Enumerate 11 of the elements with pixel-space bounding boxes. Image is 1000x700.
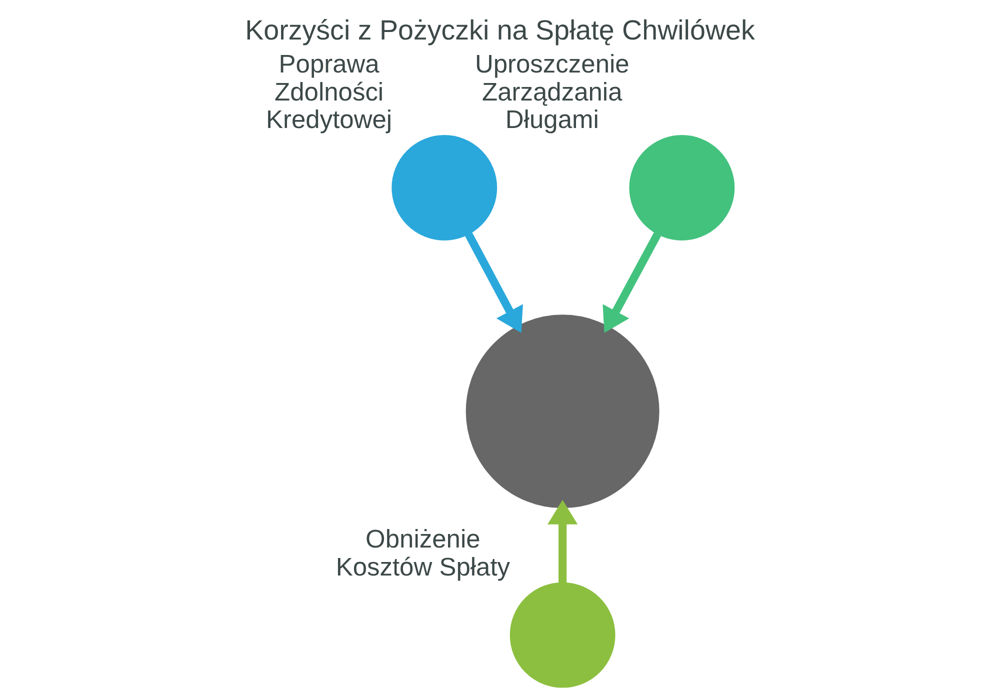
arrow <box>602 232 662 333</box>
node-circle <box>629 135 735 240</box>
node-label: Obniżenie Kosztów Spłaty <box>336 526 510 582</box>
node-circle <box>510 582 616 688</box>
diagram-title: Korzyści z Pożyczki na Spłatę Chwilówek <box>245 14 755 46</box>
arrow <box>548 500 578 583</box>
node-circle <box>466 314 660 508</box>
node-circle <box>392 135 498 240</box>
arrow <box>465 232 523 333</box>
node-label: Poprawa Zdolności Kredytowej <box>266 50 392 134</box>
node-label: Uproszczenie Zarządzania Długami <box>474 50 630 134</box>
